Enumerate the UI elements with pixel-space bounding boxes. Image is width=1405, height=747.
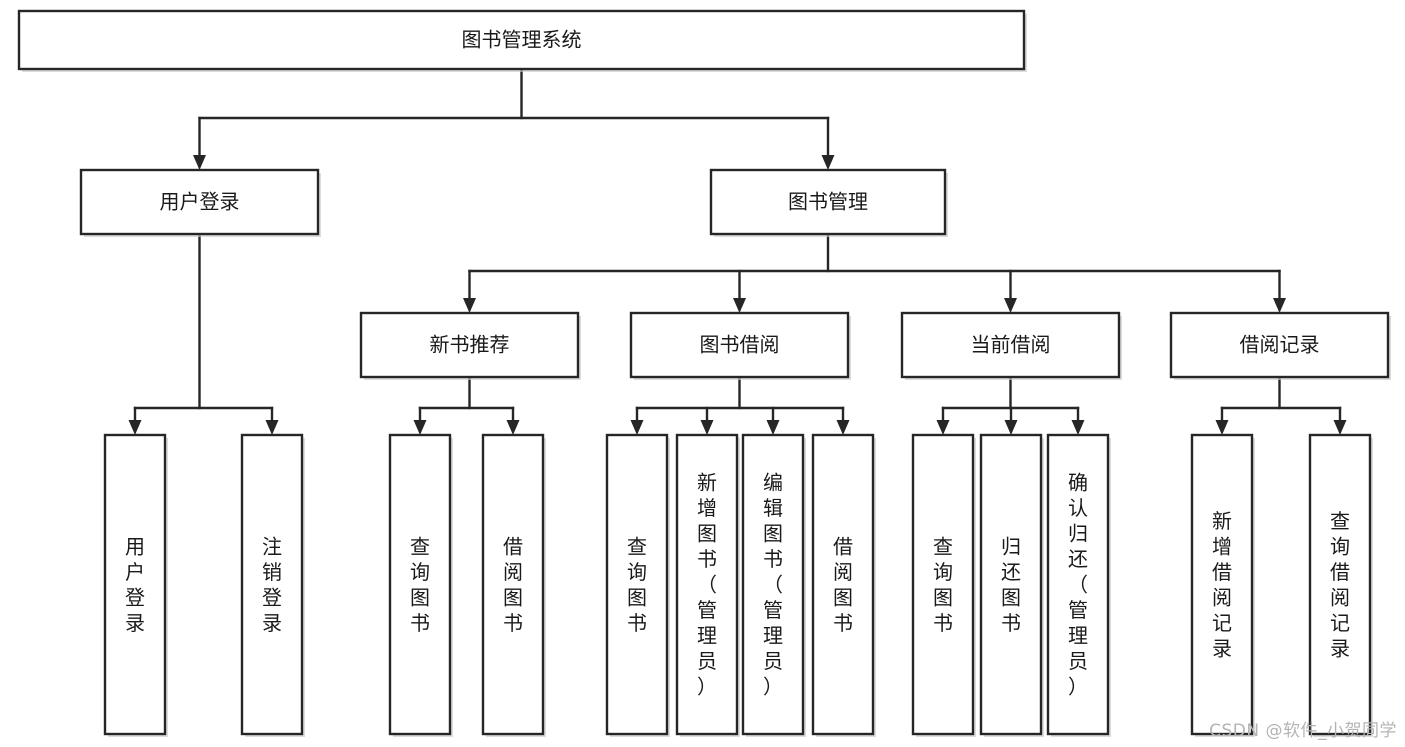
connector-conn-bookmanage-split	[463, 232, 1286, 313]
node-label-user-login: 用户登录	[160, 190, 240, 214]
node-label-leaf-confirm-return: 确认归还（管理员）	[1068, 471, 1088, 699]
node-label-leaf-logout: 注销登录	[262, 534, 282, 635]
node-box-borrow-record[interactable]	[1169, 311, 1390, 379]
node-leaf-borrow-book[interactable]: 借阅图书	[811, 433, 876, 737]
node-label-leaf-return-book: 归还图书	[1001, 534, 1021, 635]
node-label-leaf-query-book-recommend: 查询图书	[410, 534, 430, 635]
node-box-new-book-recommend[interactable]	[359, 311, 580, 379]
node-leaf-edit-book[interactable]: 编辑图书（管理员）	[741, 433, 806, 737]
node-box-leaf-add-record[interactable]	[1190, 433, 1254, 736]
node-box-leaf-borrow-book-recommend[interactable]	[481, 433, 545, 736]
connector-layer	[128, 67, 1347, 435]
node-box-leaf-query-book-current[interactable]	[911, 433, 975, 736]
node-root[interactable]: 图书管理系统	[17, 9, 1027, 72]
node-box-leaf-borrow-book[interactable]	[811, 433, 875, 736]
node-label-borrow-record: 借阅记录	[1240, 333, 1320, 357]
connector-conn-current-split	[936, 375, 1085, 435]
node-box-leaf-query-record[interactable]	[1308, 433, 1372, 736]
node-leaf-add-book[interactable]: 新增图书（管理员）	[675, 433, 740, 737]
node-leaf-query-book-current[interactable]: 查询图书	[911, 433, 976, 737]
node-box-leaf-confirm-return[interactable]	[1046, 433, 1110, 736]
node-label-leaf-query-book-borrow: 查询图书	[627, 534, 647, 635]
node-label-root: 图书管理系统	[462, 28, 582, 52]
node-box-book-manage[interactable]	[709, 168, 947, 236]
node-borrow-record[interactable]: 借阅记录	[1169, 311, 1391, 380]
node-box-leaf-query-book-recommend[interactable]	[388, 433, 452, 736]
node-leaf-logout[interactable]: 注销登录	[240, 433, 305, 737]
node-layer: 图书管理系统用户登录图书管理新书推荐图书借阅当前借阅借阅记录用户登录注销登录查询…	[17, 9, 1391, 737]
connector-conn-recommend-split	[413, 375, 520, 435]
connector-conn-root-split	[193, 67, 835, 170]
node-leaf-query-book-recommend[interactable]: 查询图书	[388, 433, 453, 737]
node-label-book-borrow: 图书借阅	[700, 333, 780, 357]
node-label-book-manage: 图书管理	[788, 190, 868, 214]
node-label-leaf-borrow-book-recommend: 借阅图书	[503, 534, 523, 635]
node-new-book-recommend[interactable]: 新书推荐	[359, 311, 581, 380]
node-leaf-confirm-return[interactable]: 确认归还（管理员）	[1046, 433, 1111, 737]
node-box-leaf-query-book-borrow[interactable]	[605, 433, 669, 736]
node-label-leaf-query-book-current: 查询图书	[933, 534, 953, 635]
node-box-root[interactable]	[17, 9, 1026, 71]
node-book-borrow[interactable]: 图书借阅	[629, 311, 851, 380]
node-label-leaf-edit-book: 编辑图书（管理员）	[763, 471, 783, 699]
node-box-book-borrow[interactable]	[629, 311, 850, 379]
connector-conn-borrow-split	[630, 375, 850, 435]
node-leaf-user-login[interactable]: 用户登录	[103, 433, 168, 737]
node-user-login[interactable]: 用户登录	[79, 168, 321, 237]
connector-conn-record-split	[1215, 375, 1347, 435]
node-box-leaf-return-book[interactable]	[979, 433, 1043, 736]
node-label-leaf-add-book: 新增图书（管理员）	[697, 471, 717, 699]
node-label-current-borrow: 当前借阅	[971, 333, 1051, 357]
node-label-leaf-query-record: 查询借阅记录	[1330, 509, 1350, 661]
node-label-leaf-add-record: 新增借阅记录	[1212, 509, 1232, 661]
node-leaf-add-record[interactable]: 新增借阅记录	[1190, 433, 1255, 737]
watermark-text: CSDN @软件_小贺同学	[1209, 721, 1397, 741]
node-box-current-borrow[interactable]	[900, 311, 1121, 379]
node-book-manage[interactable]: 图书管理	[709, 168, 948, 237]
node-box-leaf-add-book[interactable]	[675, 433, 739, 736]
connector-conn-userlogin-split	[128, 232, 279, 435]
node-box-user-login[interactable]	[79, 168, 320, 236]
node-current-borrow[interactable]: 当前借阅	[900, 311, 1122, 380]
node-label-leaf-borrow-book: 借阅图书	[833, 534, 853, 635]
node-box-leaf-logout[interactable]	[240, 433, 304, 736]
node-box-leaf-edit-book[interactable]	[741, 433, 805, 736]
node-label-new-book-recommend: 新书推荐	[430, 333, 510, 357]
node-leaf-borrow-book-recommend[interactable]: 借阅图书	[481, 433, 546, 737]
node-label-leaf-user-login: 用户登录	[125, 534, 145, 635]
node-leaf-return-book[interactable]: 归还图书	[979, 433, 1044, 737]
node-leaf-query-book-borrow[interactable]: 查询图书	[605, 433, 670, 737]
node-box-leaf-user-login[interactable]	[103, 433, 167, 736]
node-leaf-query-record[interactable]: 查询借阅记录	[1308, 433, 1373, 737]
